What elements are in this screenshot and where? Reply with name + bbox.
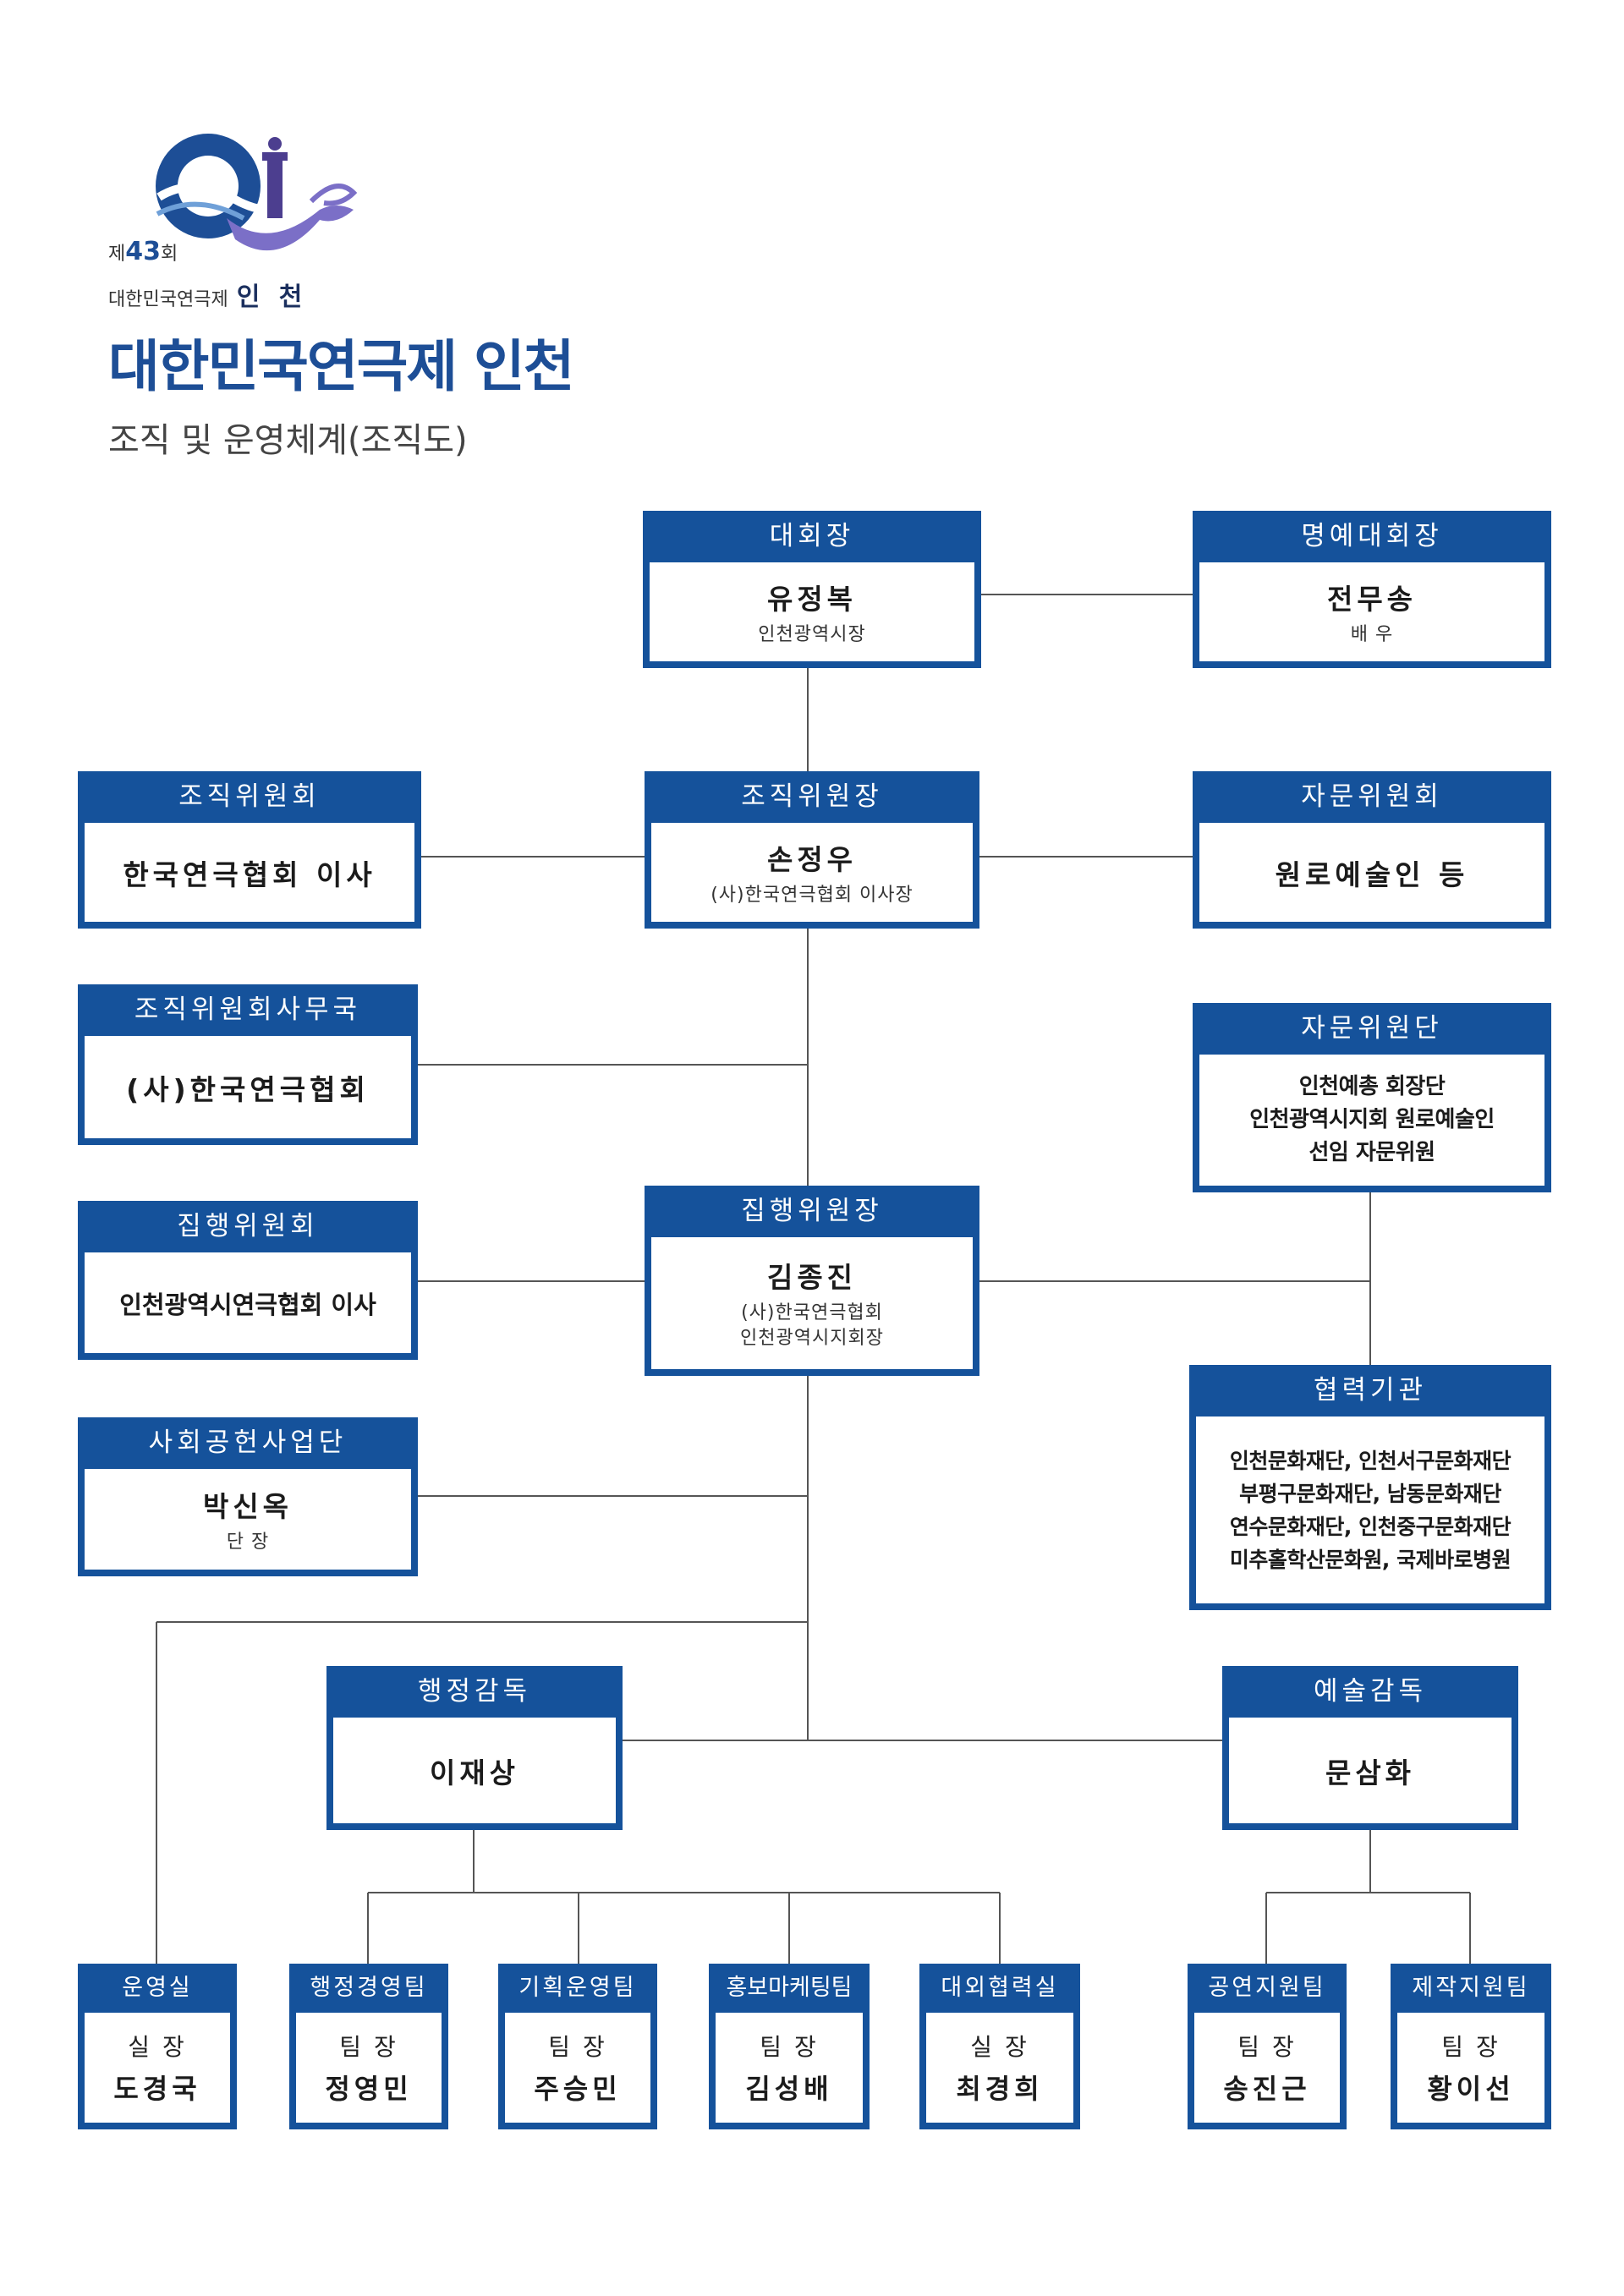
person-title: 단 장 xyxy=(226,1531,270,1553)
box-advisory-group: 자문위원단 인천예총 회장단 인천광역시지회 원로예술인 선임 자문위원 xyxy=(1193,1003,1551,1192)
box-header: 명예대회장 xyxy=(1193,511,1551,562)
partner-organizations: 인천문화재단, 인천서구문화재단 부평구문화재단, 남동문화재단 연수문화재단,… xyxy=(1229,1448,1512,1572)
committee-members: 한국연극협회 이사 xyxy=(123,858,376,891)
box-org-committee: 조직위원회 한국연극협회 이사 xyxy=(78,771,421,929)
box-header: 대회장 xyxy=(643,511,981,562)
organization-name: (사)한국연극협회 xyxy=(126,1072,370,1106)
team-header: 공연지원팀 xyxy=(1188,1964,1347,2013)
team-role: 팀 장 xyxy=(1441,2033,1501,2061)
team-role: 팀 장 xyxy=(760,2033,819,2061)
person-title: (사)한국연극협회 이사장 xyxy=(710,884,914,906)
person-name: 김종진 xyxy=(766,1261,858,1294)
festival-logo xyxy=(156,134,358,251)
advisory-members: 인천예총 회장단 인천광역시지회 원로예술인 선임 자문위원 xyxy=(1249,1074,1495,1165)
person-name: 손정우 xyxy=(766,842,858,876)
box-header: 조직위원장 xyxy=(645,771,979,823)
box-chairman: 대회장 유정복 인천광역시장 xyxy=(643,511,981,668)
team-header: 행정경영팀 xyxy=(289,1964,448,2013)
team-role: 팀 장 xyxy=(548,2033,607,2061)
team-leader-name: 주승민 xyxy=(534,2073,622,2105)
box-header: 행정감독 xyxy=(326,1666,623,1718)
team-header: 홍보마케팅팀 xyxy=(709,1964,870,2013)
page-subtitle: 조직 및 운영체계(조직도) xyxy=(108,421,468,460)
box-advisory-committee: 자문위원회 원로예술인 등 xyxy=(1193,771,1551,929)
person-name: 이재상 xyxy=(429,1756,520,1789)
box-header: 협력기관 xyxy=(1189,1365,1551,1417)
person-name: 박신옥 xyxy=(202,1489,294,1523)
team-header: 제작지원팀 xyxy=(1391,1964,1551,2013)
team-header: 대외협력실 xyxy=(919,1964,1080,2013)
person-name: 유정복 xyxy=(766,582,858,616)
box-honorary-chairman: 명예대회장 전무송 배 우 xyxy=(1193,511,1551,668)
box-header: 조직위원회사무국 xyxy=(78,984,418,1036)
box-admin-director: 행정감독 이재상 xyxy=(326,1666,623,1830)
box-partners: 협력기관 인천문화재단, 인천서구문화재단 부평구문화재단, 남동문화재단 연수… xyxy=(1189,1365,1551,1610)
box-exec-chair: 집행위원장 김종진 (사)한국연극협회 인천광역시지회장 xyxy=(645,1186,979,1376)
team-header: 기획운영팀 xyxy=(498,1964,657,2013)
box-header: 집행위원장 xyxy=(645,1186,979,1237)
committee-members: 원로예술인 등 xyxy=(1275,858,1469,891)
team-role: 실 장 xyxy=(970,2033,1029,2061)
team-role: 팀 장 xyxy=(339,2033,398,2061)
box-social-contribution: 사회공헌사업단 박신옥 단 장 xyxy=(78,1417,418,1576)
team-leader-name: 송진근 xyxy=(1223,2073,1311,2105)
team-header: 운영실 xyxy=(78,1964,237,2013)
person-name: 문삼화 xyxy=(1325,1756,1416,1789)
box-header: 조직위원회 xyxy=(78,771,421,823)
logo-edition: 제43회 xyxy=(108,237,178,266)
team-role: 실 장 xyxy=(128,2033,187,2061)
person-title: 인천광역시장 xyxy=(758,623,866,645)
person-title: 배 우 xyxy=(1350,623,1394,645)
committee-members: 인천광역시연극협회 이사 xyxy=(119,1290,376,1319)
team-role: 팀 장 xyxy=(1237,2033,1297,2061)
box-header: 자문위원회 xyxy=(1193,771,1551,823)
box-header: 예술감독 xyxy=(1222,1666,1518,1718)
team-leader-name: 김성배 xyxy=(745,2073,833,2105)
box-header: 집행위원회 xyxy=(78,1201,418,1252)
team-leader-name: 최경희 xyxy=(956,2073,1044,2105)
team-leader-name: 도경국 xyxy=(113,2073,201,2105)
team-leader-name: 황이선 xyxy=(1427,2073,1515,2105)
box-org-chair: 조직위원장 손정우 (사)한국연극협회 이사장 xyxy=(645,771,979,929)
box-header: 자문위원단 xyxy=(1193,1003,1551,1055)
box-header: 사회공헌사업단 xyxy=(78,1417,418,1469)
page-title: 대한민국연극제 인천 xyxy=(108,334,574,399)
person-title: (사)한국연극협회 인천광역시지회장 xyxy=(740,1302,884,1349)
team-leader-name: 정영민 xyxy=(325,2073,413,2105)
box-org-secretariat: 조직위원회사무국 (사)한국연극협회 xyxy=(78,984,418,1145)
box-art-director: 예술감독 문삼화 xyxy=(1222,1666,1518,1830)
person-name: 전무송 xyxy=(1326,582,1418,616)
box-exec-committee: 집행위원회 인천광역시연극협회 이사 xyxy=(78,1201,418,1360)
